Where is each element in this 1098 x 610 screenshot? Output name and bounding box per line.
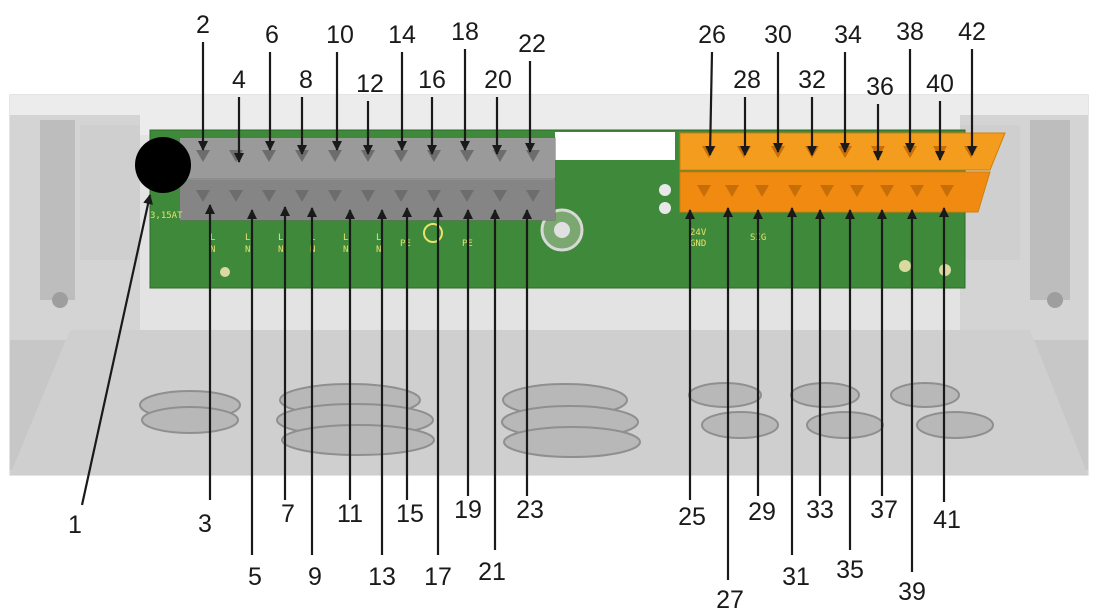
- callout-label-40: 40: [926, 70, 954, 98]
- callout-label-38: 38: [896, 18, 924, 46]
- callout-label-36: 36: [866, 73, 894, 101]
- callout-label-17: 17: [424, 563, 452, 591]
- fuse: 3,15AT: [135, 137, 191, 221]
- callout-label-16: 16: [418, 66, 446, 94]
- callout-label-9: 9: [308, 563, 322, 591]
- callout-label-25: 25: [678, 503, 706, 531]
- callout-label-2: 2: [196, 11, 210, 39]
- callout-label-15: 15: [396, 500, 424, 528]
- callout-label-23: 23: [516, 496, 544, 524]
- callout-label-8: 8: [299, 66, 313, 94]
- callout-label-7: 7: [281, 500, 295, 528]
- orange-terminal-block: [679, 132, 1006, 213]
- callout-label-13: 13: [368, 563, 396, 591]
- svg-text:GND: GND: [690, 239, 706, 249]
- callout-label-30: 30: [764, 21, 792, 49]
- callout-label-27: 27: [716, 586, 744, 610]
- callout-label-18: 18: [451, 18, 479, 46]
- callout-label-4: 4: [232, 66, 246, 94]
- svg-text:L: L: [210, 233, 215, 243]
- callout-label-6: 6: [265, 21, 279, 49]
- svg-text:PE: PE: [400, 239, 411, 249]
- callout-arrow-1: [80, 194, 153, 506]
- svg-text:L: L: [376, 233, 381, 243]
- callout-label-35: 35: [836, 556, 864, 584]
- svg-text:N: N: [245, 245, 250, 255]
- callout-label-26: 26: [698, 21, 726, 49]
- callout-label-14: 14: [388, 21, 416, 49]
- callout-label-12: 12: [356, 70, 384, 98]
- callout-label-31: 31: [782, 563, 810, 591]
- callout-label-21: 21: [478, 558, 506, 586]
- callout-label-33: 33: [806, 496, 834, 524]
- callout-label-22: 22: [518, 30, 546, 58]
- svg-text:N: N: [376, 245, 381, 255]
- callout-label-34: 34: [834, 21, 862, 49]
- callout-label-32: 32: [798, 66, 826, 94]
- svg-text:L: L: [278, 233, 283, 243]
- callout-label-41: 41: [933, 506, 961, 534]
- callout-label-1: 1: [68, 511, 82, 539]
- callout-arrows: [80, 42, 977, 580]
- svg-text:L: L: [343, 233, 348, 243]
- callout-label-19: 19: [454, 496, 482, 524]
- callout-label-11: 11: [337, 500, 363, 528]
- svg-text:L: L: [245, 233, 250, 243]
- callout-label-5: 5: [248, 563, 262, 591]
- callout-label-3: 3: [198, 510, 212, 538]
- svg-text:24V: 24V: [690, 228, 707, 238]
- callout-arrow-26: [705, 51, 716, 156]
- callout-label-39: 39: [898, 578, 926, 606]
- callout-label-10: 10: [326, 21, 354, 49]
- svg-text:N: N: [210, 245, 215, 255]
- cable-glands: [139, 382, 994, 458]
- svg-text:N: N: [278, 245, 283, 255]
- callout-label-42: 42: [958, 18, 986, 46]
- svg-text:N: N: [343, 245, 348, 255]
- callout-label-37: 37: [870, 496, 898, 524]
- callout-label-28: 28: [733, 66, 761, 94]
- fuse-label: 3,15AT: [150, 211, 183, 221]
- callout-label-29: 29: [748, 498, 776, 526]
- callout-label-20: 20: [484, 66, 512, 94]
